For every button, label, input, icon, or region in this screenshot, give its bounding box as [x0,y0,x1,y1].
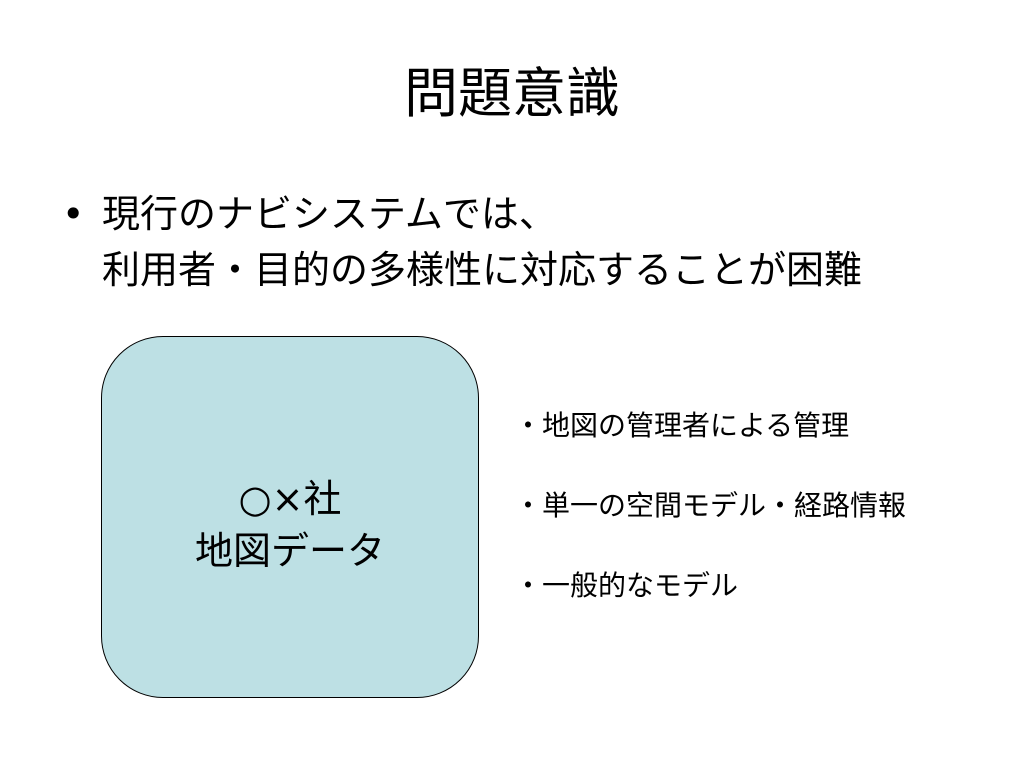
bullet-line-2: 利用者・目的の多様性に対応することが困難 [102,248,863,292]
map-data-label: ○×社 地図データ [102,473,478,577]
feature-marker: ・ [514,409,543,442]
feature-text: 一般的なモデル [542,569,739,602]
bullet-line-1: 現行のナビシステムでは、 [102,192,557,236]
feature-marker: ・ [514,489,543,522]
feature-text: 地図の管理者による管理 [542,409,850,442]
bullet-marker: • [62,192,85,236]
feature-item-management: ・地図の管理者による管理 [514,406,1014,446]
feature-item-general-model: ・一般的なモデル [514,566,1014,606]
map-data-text: 地図データ [194,529,385,573]
feature-text: 単一の空間モデル・経路情報 [542,489,907,522]
feature-list: ・地図の管理者による管理 ・単一の空間モデル・経路情報 ・一般的なモデル [514,406,1014,646]
feature-item-single-model: ・単一の空間モデル・経路情報 [514,486,1014,526]
company-label: ○×社 [238,477,342,521]
feature-marker: ・ [514,569,543,602]
map-data-box: ○×社 地図データ [101,336,479,698]
bullet-text: 現行のナビシステムでは、 利用者・目的の多様性に対応することが困難 [102,186,862,298]
slide-title: 問題意識 [404,62,620,125]
